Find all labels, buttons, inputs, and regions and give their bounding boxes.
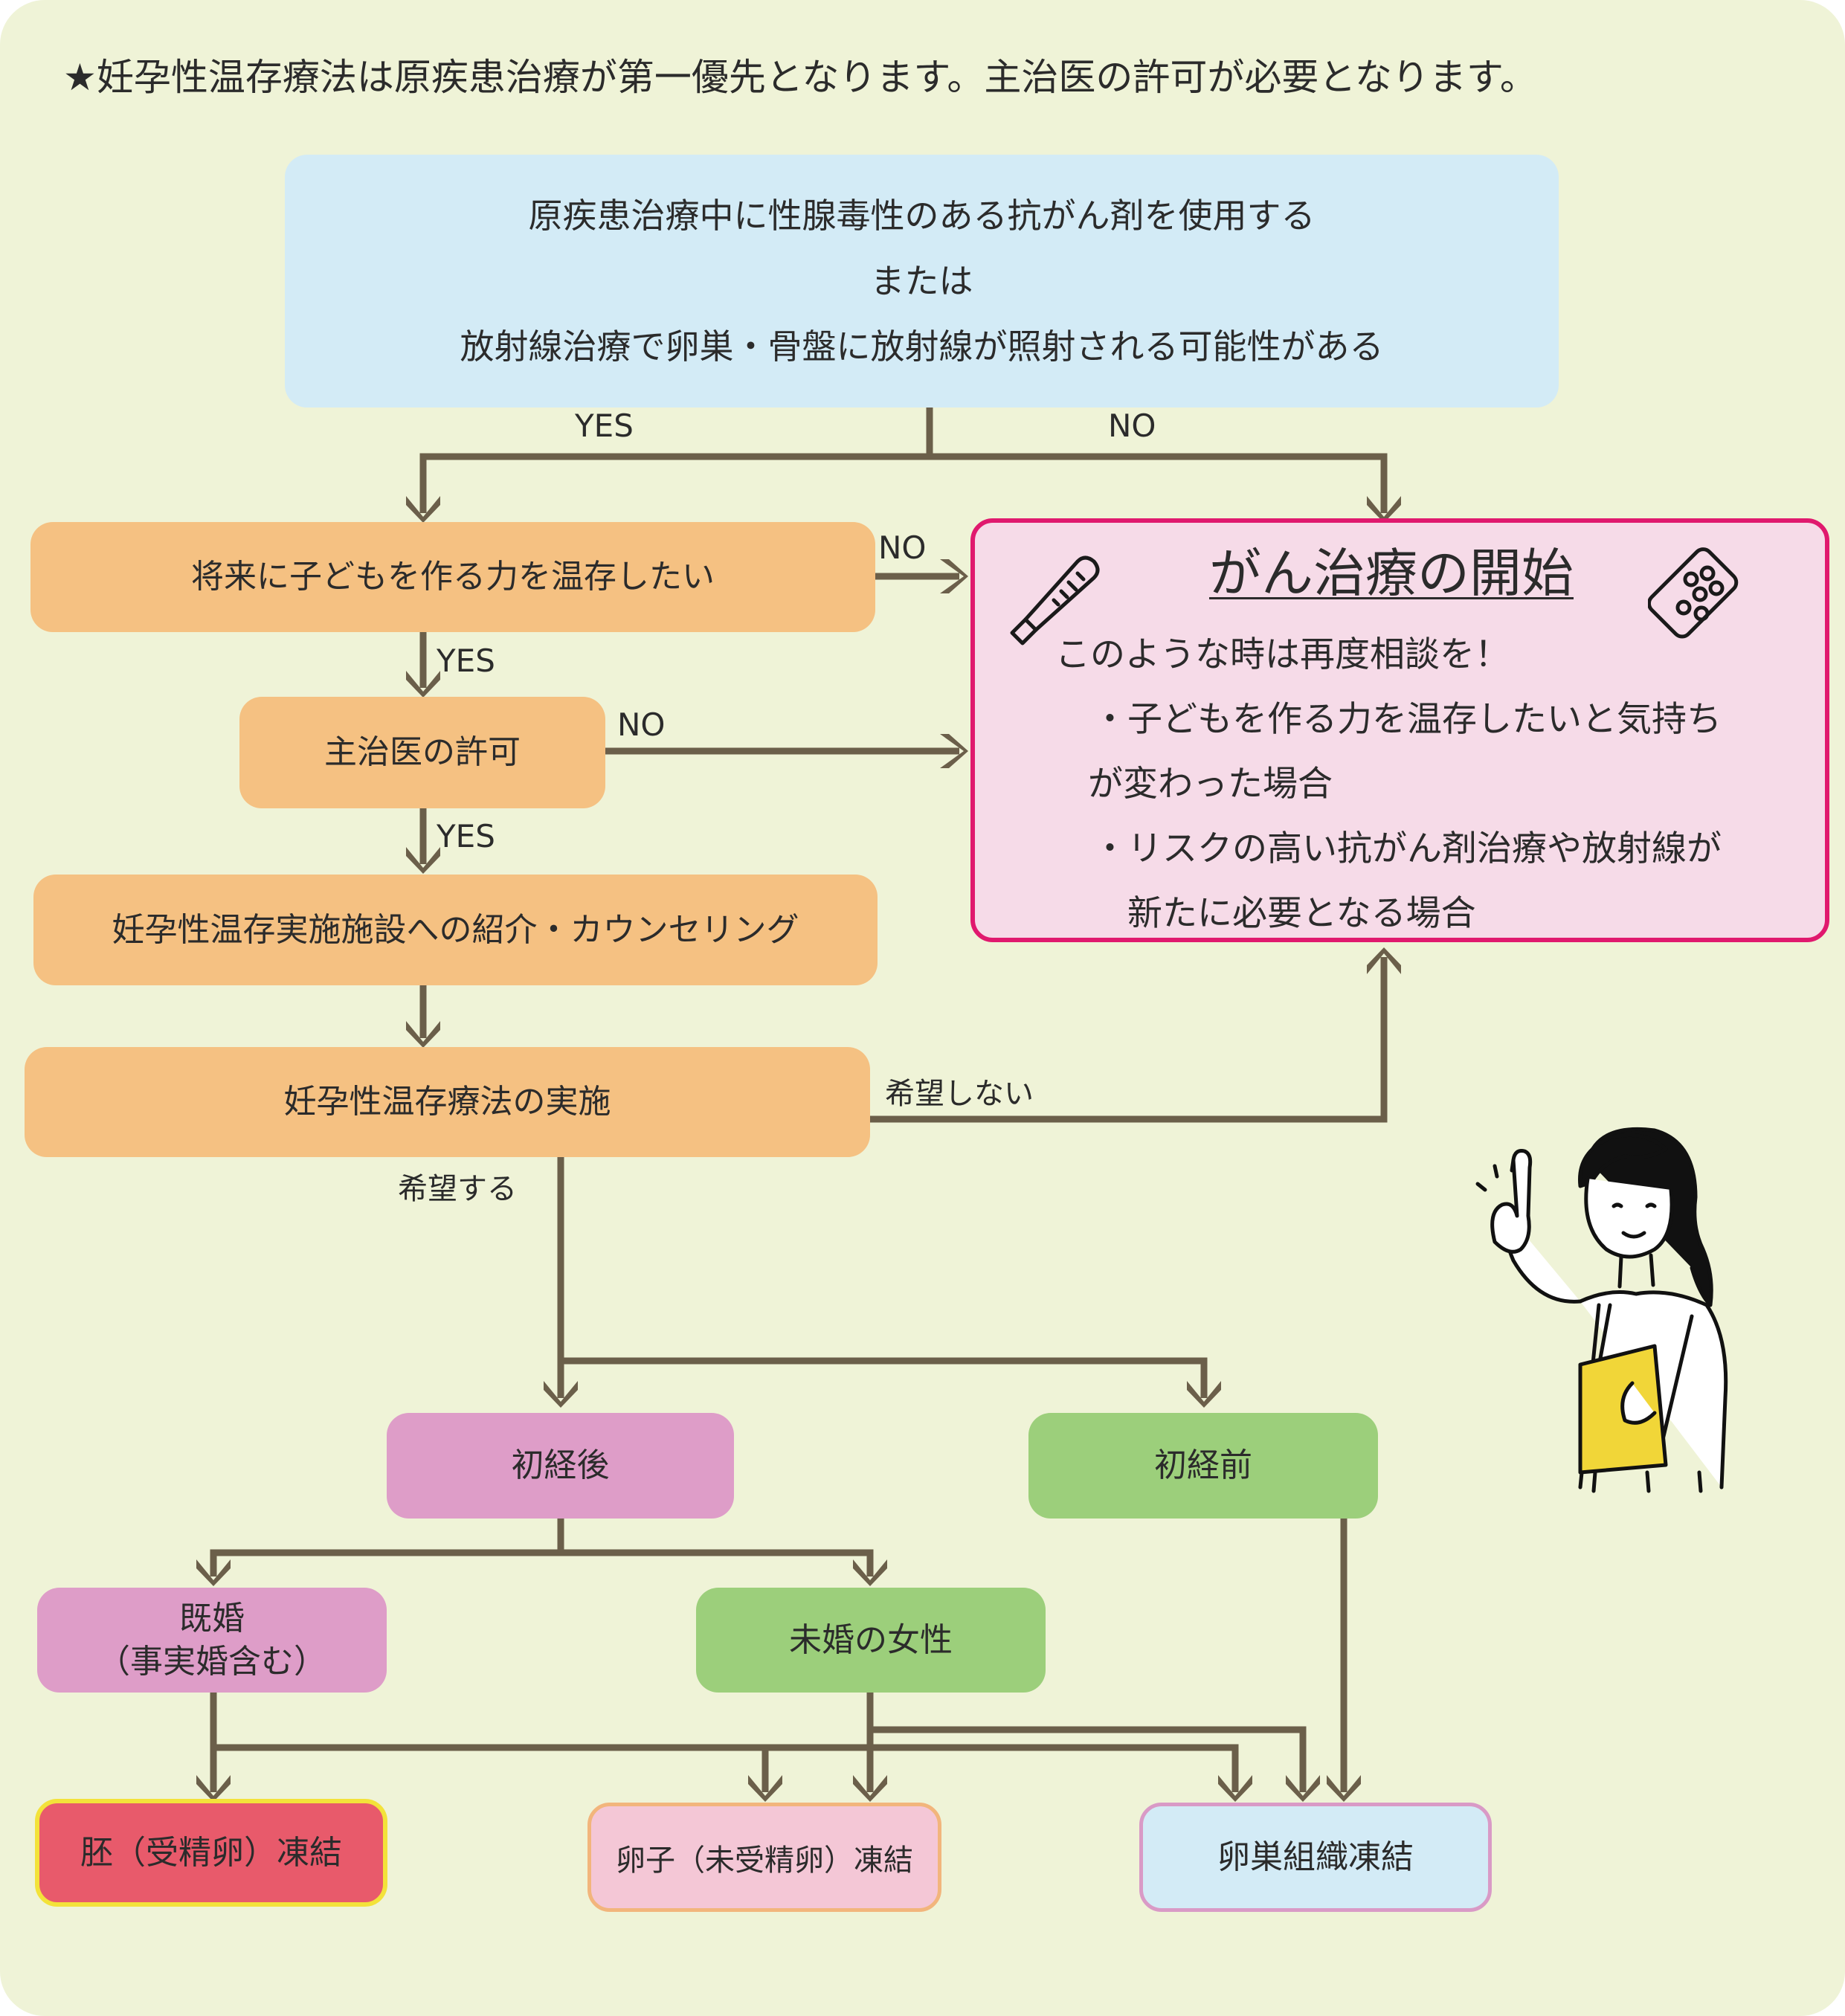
arrow-unmarried-to-ovarian [870, 1726, 1307, 1792]
arrowhead [406, 847, 440, 874]
arrowhead [1367, 947, 1401, 974]
cancer-treatment-title: がん治療の開始 [1209, 543, 1574, 604]
oocyte-freeze-text: 卵子（未受精卵）凍結 [616, 1843, 913, 1878]
referral-text: 妊孕性温存実施施設への紹介・カウンセリング [112, 910, 799, 949]
label-no-preserve: NO [878, 529, 927, 566]
arrowhead [1327, 1775, 1361, 1802]
cancer-bullet1-line1: ・子どもを作る力を温存したいと気持ち [1092, 699, 1722, 740]
arrow-to-pre-menarche [561, 1357, 1208, 1398]
arrow-to-married [210, 1549, 561, 1577]
arrowhead [406, 496, 440, 523]
arrowhead [196, 1559, 231, 1586]
arrow-married-to-ovarian [765, 1744, 1239, 1792]
thermometer-icon [1010, 555, 1100, 645]
cancer-treatment-box: がん治療の開始 このような時は再度相談を！ ・子どもを作る力を温存したいと気持ち… [970, 518, 1829, 942]
preserve-wish-text: 将来に子どもを作る力を温存したい [191, 558, 715, 596]
arrowhead [853, 1775, 887, 1802]
arrowhead [748, 1775, 782, 1802]
cancer-bullet1-line2: が変わった場合 [1088, 764, 1333, 805]
label-yes-top: YES [575, 408, 634, 444]
cancer-bullet2-line1: ・リスクの高い抗がん剤治療や放射線が [1092, 828, 1722, 869]
arrowhead [940, 734, 968, 768]
label-desired: 希望する [398, 1172, 517, 1206]
pill-pack-icon [1648, 547, 1739, 639]
arrow-not-desired [870, 957, 1388, 1123]
embryo-freeze-text: 胚（受精卵）凍結 [80, 1833, 342, 1872]
condition-line-3: 放射線治療で卵巣・骨盤に放射線が照射される可能性がある [460, 326, 1384, 367]
embryo-freeze-box: 胚（受精卵）凍結 [35, 1799, 387, 1907]
top-note: ★妊孕性温存療法は原疾患治療が第一優先となります。主治医の許可が必要となります。 [63, 56, 1537, 99]
doctor-permission-text: 主治医の許可 [324, 733, 521, 772]
arrowhead [544, 1381, 578, 1408]
arrow-yes-to-preserve [419, 453, 930, 513]
unmarried-box: 未婚の女性 [696, 1588, 1046, 1693]
arrowhead [406, 671, 440, 698]
pre-menarche-text: 初経前 [1154, 1446, 1252, 1485]
unmarried-text: 未婚の女性 [789, 1620, 953, 1659]
implementation-box: 妊孕性温存療法の実施 [25, 1047, 870, 1157]
referral-box: 妊孕性温存実施施設への紹介・カウンセリング [33, 875, 878, 985]
label-no-top: NO [1108, 408, 1156, 444]
condition-line-1: 原疾患治療中に性腺毒性のある抗がん剤を使用する [528, 196, 1316, 236]
condition-box: 原疾患治療中に性腺毒性のある抗がん剤を使用する または 放射線治療で卵巣・骨盤に… [285, 155, 1559, 408]
ovarian-tissue-freeze-text: 卵巣組織凍結 [1217, 1838, 1414, 1876]
married-line-1: 既婚 [179, 1600, 245, 1638]
label-yes-permission: YES [437, 818, 495, 854]
oocyte-freeze-box: 卵子（未受精卵）凍結 [587, 1803, 941, 1912]
post-menarche-box: 初経後 [387, 1413, 734, 1519]
arrow-married-to-oocyte [213, 1744, 769, 1792]
arrow-to-unmarried [561, 1549, 874, 1577]
post-menarche-text: 初経後 [511, 1446, 610, 1485]
arrowhead [1286, 1775, 1320, 1802]
arrowhead [1187, 1381, 1221, 1408]
preserve-wish-box: 将来に子どもを作る力を温存したい [30, 522, 875, 632]
married-box: 既婚 （事実婚含む） [37, 1588, 387, 1693]
cancer-bullet2-line2: 新たに必要となる場合 [1127, 893, 1476, 934]
arrowhead [1367, 496, 1401, 523]
condition-line-2: または [870, 261, 973, 301]
arrowhead [406, 1021, 440, 1048]
cancer-intro: このような時は再度相談を！ [1055, 634, 1510, 675]
arrowhead [853, 1559, 887, 1586]
nurse-illustration [1475, 1127, 1728, 1493]
arrowhead [196, 1775, 231, 1802]
arrow-no-to-cancer [930, 453, 1388, 513]
label-no-permission: NO [617, 706, 666, 743]
label-yes-preserve: YES [437, 643, 495, 679]
ovarian-tissue-freeze-box: 卵巣組織凍結 [1139, 1803, 1492, 1912]
label-not-desired: 希望しない [885, 1077, 1034, 1111]
arrowhead [940, 559, 968, 593]
pre-menarche-box: 初経前 [1028, 1413, 1378, 1519]
doctor-permission-box: 主治医の許可 [239, 697, 605, 808]
implementation-text: 妊孕性温存療法の実施 [283, 1083, 611, 1121]
arrowhead [1218, 1775, 1252, 1802]
married-line-2: （事実婚含む） [97, 1642, 326, 1681]
